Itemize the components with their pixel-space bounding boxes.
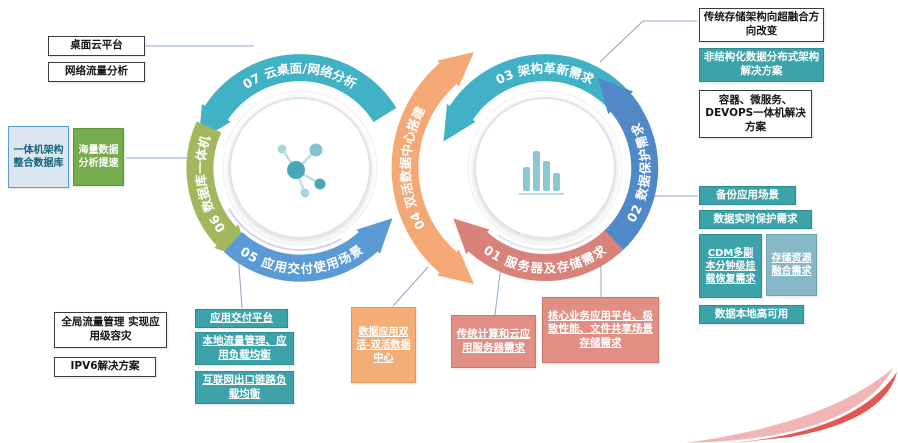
label-box-core-business: 核心业务应用平台、极致性能、文件共享场景存储需求 — [542, 297, 659, 363]
label-box-realtime-protect: 数据实时保护需求 — [699, 210, 812, 229]
swoosh-pink-shape — [685, 368, 893, 443]
label-box-local-traffic: 本地流量管理、应用负载均衡 — [195, 332, 294, 365]
label-box-massive-data: 海量数据分析提速 — [73, 128, 124, 186]
connector-storage-hci — [599, 20, 697, 63]
label-box-ipv6: IPV6解决方案 — [54, 357, 156, 377]
arc-05 — [223, 218, 393, 282]
right-ring — [443, 54, 659, 282]
label-box-global-traffic: 全局流量管理 实现应用级容灾 — [54, 312, 167, 348]
label-box-app-delivery: 应用交付平台 — [195, 309, 288, 328]
label-box-storage-hci: 传统存储架构向超融合方向改变 — [699, 8, 824, 42]
arc-04 — [391, 51, 474, 285]
network-molecule-icon — [277, 143, 326, 198]
swoosh-red-shape — [730, 372, 897, 443]
label-box-internet-link: 互联网出口链路负载均衡 — [195, 371, 294, 404]
left-ring — [186, 54, 397, 282]
label-box-cdm: CDM多副本分钟级挂载恢复需求 — [699, 234, 762, 298]
bar-chart-icon — [519, 151, 564, 195]
arc-02 — [598, 77, 659, 252]
arc-07 — [198, 54, 397, 142]
right-hub-circle — [467, 90, 623, 246]
label-box-container: 容器、微服务、DEVOPS一体机解决方案 — [699, 90, 812, 138]
connector-traditional-compute — [494, 264, 502, 316]
connector-dual-active — [392, 266, 429, 307]
swoosh-decoration — [685, 368, 897, 443]
arc-06 — [186, 121, 250, 261]
label-box-storage-fusion: 存储资源融合需求 — [766, 234, 817, 296]
label-box-desktop-cloud: 桌面云平台 — [48, 36, 145, 56]
decorative-arc-right — [497, 234, 593, 251]
label-box-aio-architecture: 一体机架构整合数据库 — [8, 126, 69, 188]
left-hub-circle — [222, 90, 378, 246]
label-box-network-traffic: 网络流量分析 — [48, 62, 145, 82]
label-box-local-ha: 数据本地高可用 — [699, 305, 804, 324]
label-box-backup: 备份应用场景 — [699, 186, 796, 205]
label-box-traditional-compute: 传统计算和云应用服务器需求 — [451, 315, 536, 368]
label-box-unstructured: 非结构化数据分布式架构解决方案 — [699, 48, 824, 82]
label-box-dual-active: 数据应用双活-双活数据中心 — [351, 307, 416, 383]
arc-01 — [453, 218, 624, 282]
decorative-arc-left — [228, 208, 342, 251]
